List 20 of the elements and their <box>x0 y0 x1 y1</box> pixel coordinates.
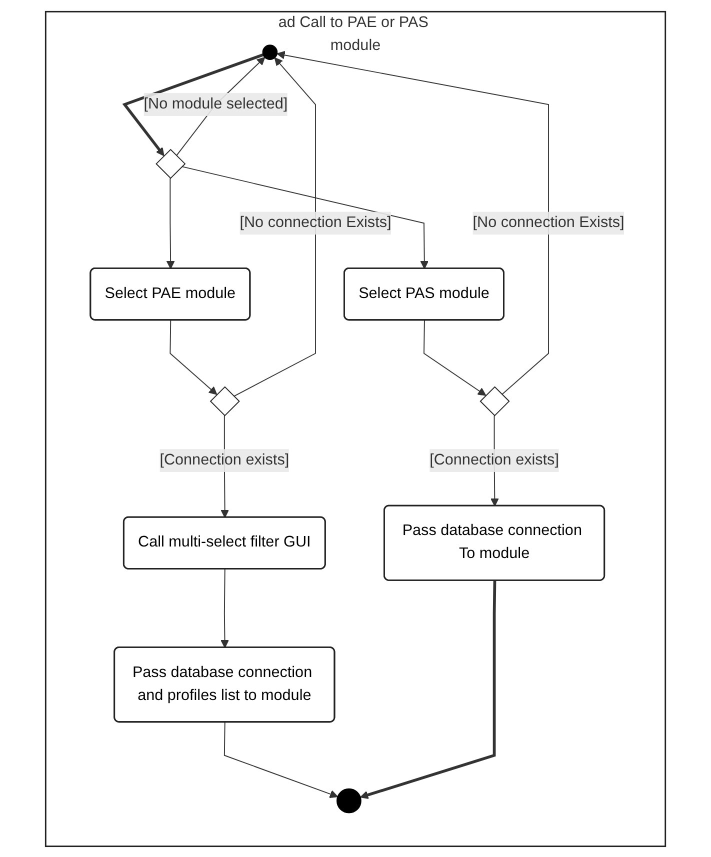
node-circle <box>262 44 278 60</box>
arrow <box>360 580 496 799</box>
arrow <box>170 319 218 394</box>
arrow <box>233 56 316 396</box>
edge-label: [No module selected] <box>144 95 288 112</box>
arrow <box>122 52 264 156</box>
edge-label: [No connection Exists] <box>240 214 392 230</box>
node-diamond <box>210 386 240 416</box>
arrow <box>166 177 175 269</box>
edge-label: [Connection exists] <box>430 451 559 468</box>
arrow <box>224 721 338 798</box>
node-diamond <box>156 148 186 178</box>
arrow <box>220 568 229 648</box>
arrow <box>181 166 429 269</box>
arrow <box>276 50 549 394</box>
arrow <box>423 319 486 396</box>
node-circle <box>336 788 362 813</box>
edge-label: [Connection exists] <box>160 451 290 468</box>
node-diamond <box>480 386 510 416</box>
edge-label: [No connection Exists] <box>472 214 624 230</box>
